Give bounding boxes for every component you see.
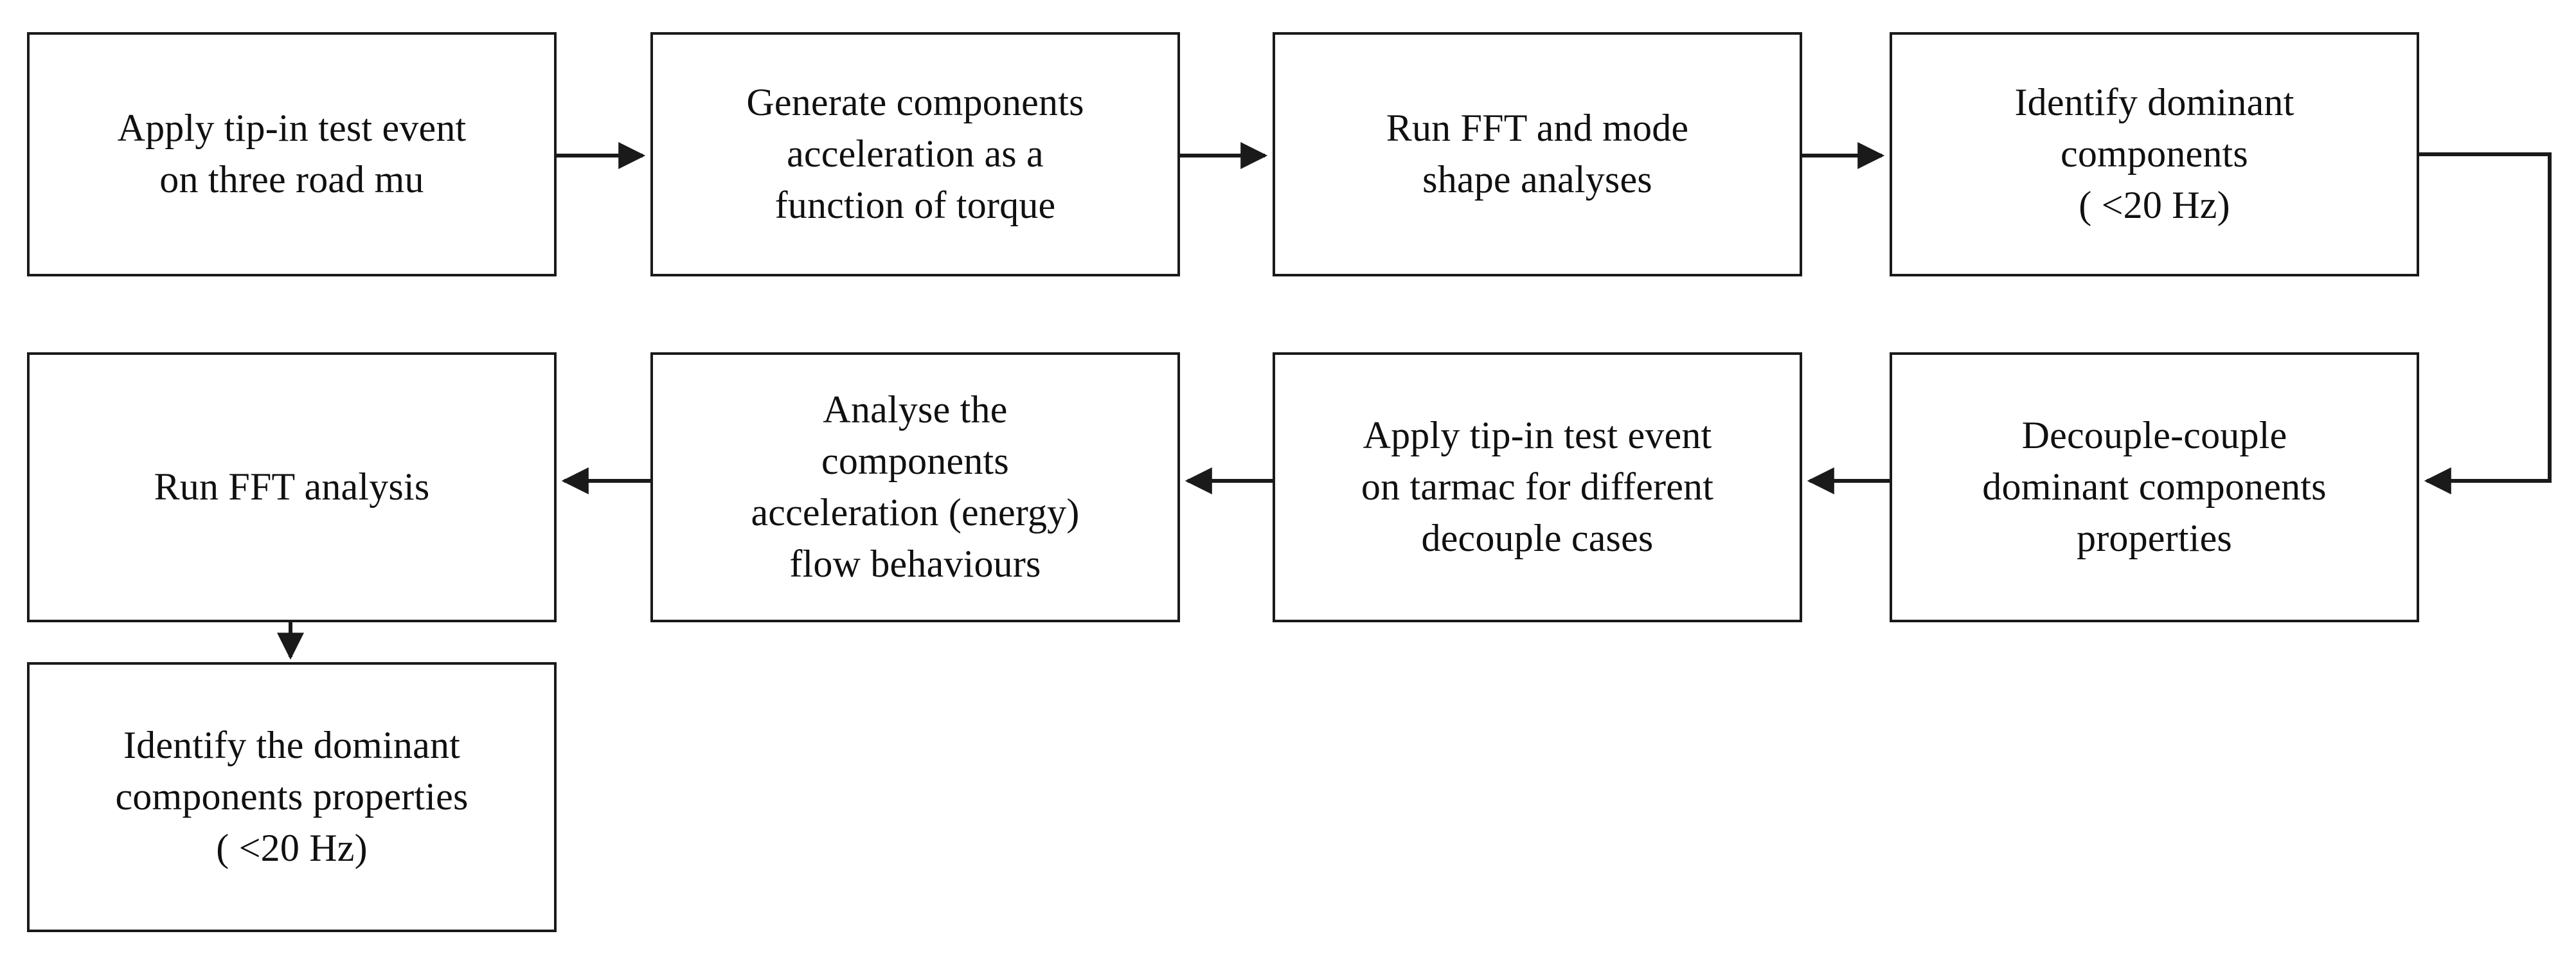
flow-node-apply-tip-in-test-tarmac-decouple-cases[interactable]: Apply tip-in test event on tarmac for di… xyxy=(1273,352,1802,622)
flow-node-decouple-couple-dominant-components-properties[interactable]: Decouple-couple dominant components prop… xyxy=(1890,352,2419,622)
flow-node-generate-components-acceleration[interactable]: Generate components acceleration as a fu… xyxy=(650,32,1180,276)
flow-node-identify-dominant-components[interactable]: Identify dominant components ( <20 Hz) xyxy=(1890,32,2419,276)
flow-node-identify-the-dominant-components-properties[interactable]: Identify the dominant components propert… xyxy=(27,662,557,932)
flow-node-label: Identify dominant components ( <20 Hz) xyxy=(2014,81,2294,226)
flow-node-label: Generate components acceleration as a fu… xyxy=(746,81,1084,226)
flow-node-run-fft-analysis[interactable]: Run FFT analysis xyxy=(27,352,557,622)
flow-node-label: Run FFT and mode shape analyses xyxy=(1386,107,1689,201)
flow-node-label: Apply tip-in test event on three road mu xyxy=(117,107,467,201)
flow-node-apply-tip-in-test-three-road-mu[interactable]: Apply tip-in test event on three road mu xyxy=(27,32,557,276)
flow-node-label: Decouple-couple dominant components prop… xyxy=(1982,414,2327,559)
flow-node-label: Analyse the components acceleration (ene… xyxy=(751,388,1080,585)
flow-node-label: Apply tip-in test event on tarmac for di… xyxy=(1361,414,1714,559)
flow-node-label: Run FFT analysis xyxy=(154,465,430,509)
flow-node-run-fft-and-mode-shape-analyses[interactable]: Run FFT and mode shape analyses xyxy=(1273,32,1802,276)
flow-node-analyse-components-acceleration-energy-flow[interactable]: Analyse the components acceleration (ene… xyxy=(650,352,1180,622)
flow-node-label: Identify the dominant components propert… xyxy=(115,724,469,869)
connector-edge-n4-to-n5 xyxy=(2419,152,2552,494)
